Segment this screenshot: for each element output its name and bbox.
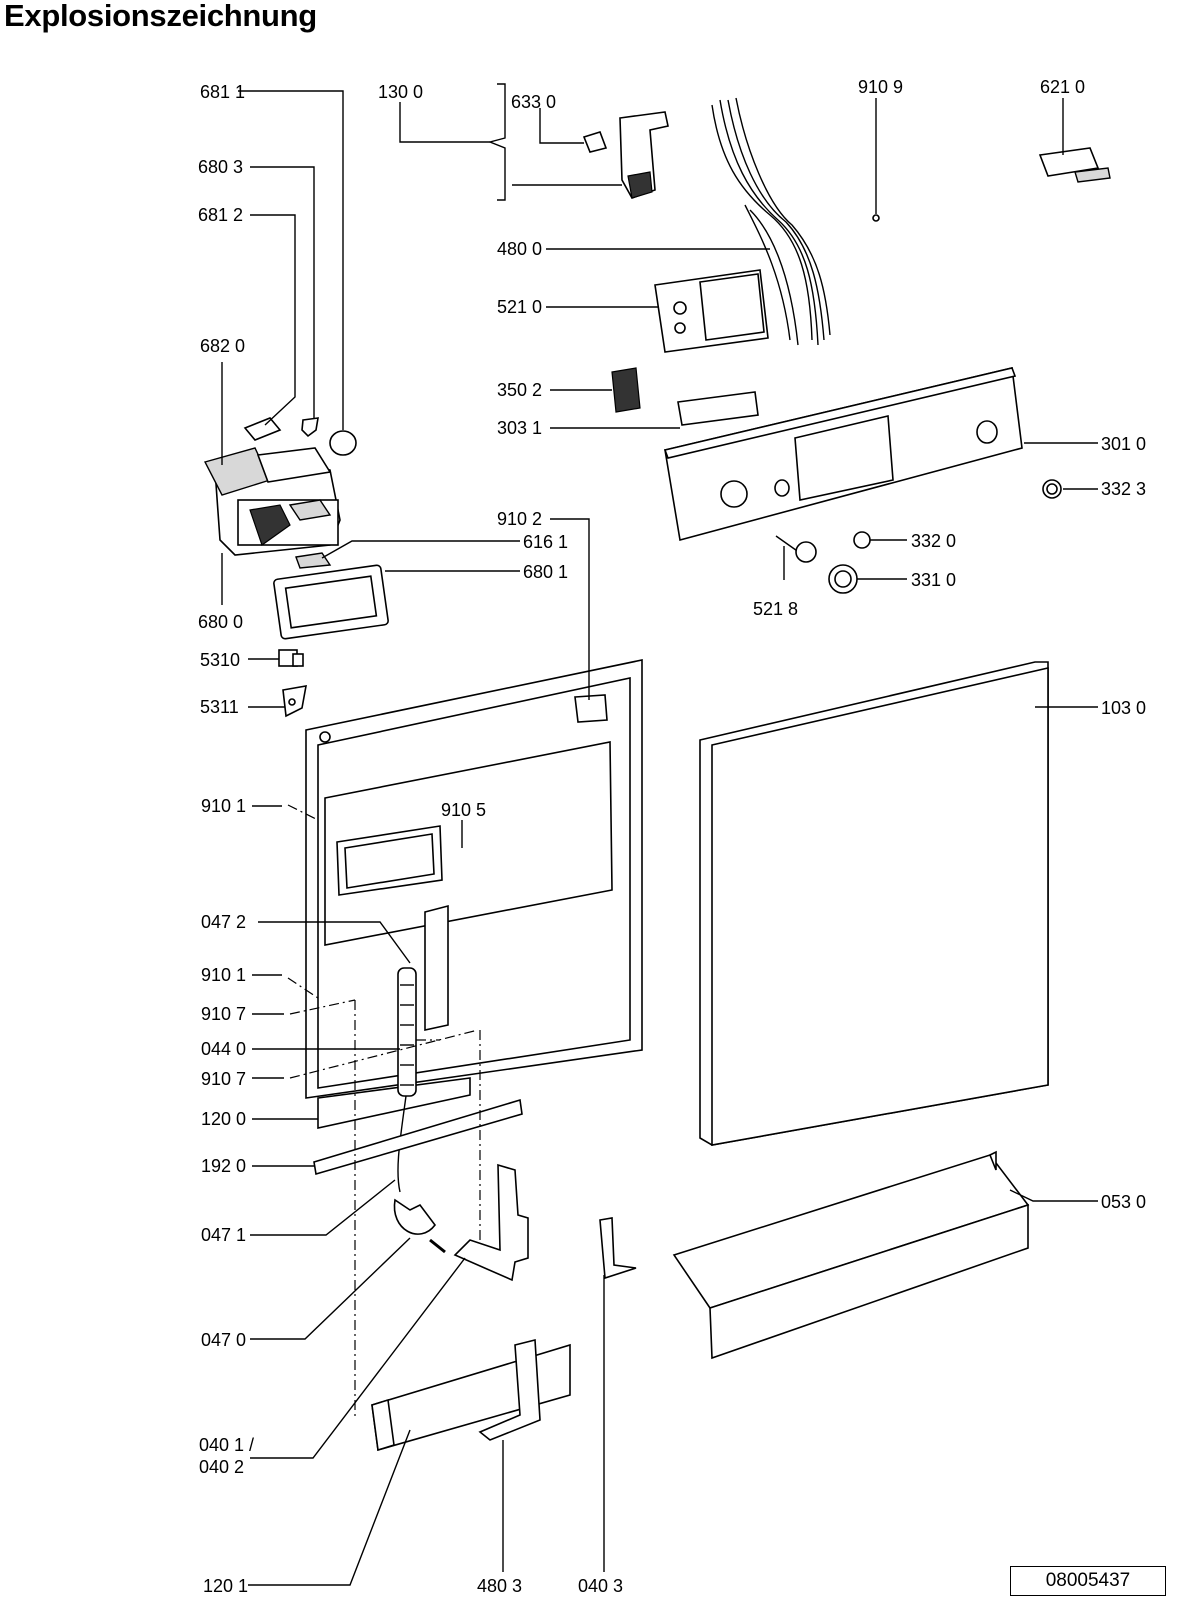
screw-9109: [872, 214, 880, 222]
label-1300: 130 0: [378, 82, 423, 102]
label-5210: 521 0: [497, 297, 542, 317]
inner-door-panel: [305, 659, 643, 1129]
label-0530: 053 0: [1101, 1192, 1146, 1212]
label-3310: 331 0: [911, 570, 956, 590]
label-9105: 910 5: [441, 800, 486, 820]
connector-part: [1038, 147, 1111, 183]
label-4800: 480 0: [497, 239, 542, 259]
rail-1920: [313, 1098, 523, 1176]
label-1200: 120 0: [201, 1109, 246, 1129]
label-9101-upper: 910 1: [201, 796, 246, 816]
bottom-panel: [371, 1338, 571, 1452]
label-9107-lower: 910 7: [201, 1069, 246, 1089]
control-board: [654, 269, 769, 353]
outer-door-panel: [699, 661, 1049, 1146]
door-lock-parts: [582, 111, 669, 199]
label-5311: 5311: [200, 697, 239, 717]
construction-lines: [287, 804, 481, 1420]
label-6811: 681 1: [200, 82, 245, 102]
label-6801: 680 1: [523, 562, 568, 582]
label-6803: 680 3: [198, 157, 243, 177]
label-3031: 303 1: [497, 418, 542, 438]
label-0471: 047 1: [201, 1225, 246, 1245]
label-0472: 047 2: [201, 912, 246, 932]
label-3010: 301 0: [1101, 434, 1146, 454]
label-9107-upper: 910 7: [201, 1004, 246, 1024]
label-5310: 5310: [200, 650, 240, 670]
label-9109: 910 9: [858, 77, 903, 97]
page-title: Explosionszeichnung: [4, 0, 317, 33]
part-labels: 681 1 680 3 681 2 682 0 680 0 5310 5311 …: [198, 77, 1146, 1596]
label-0401: 040 1 /: [199, 1435, 254, 1455]
label-0402: 040 2: [199, 1457, 244, 1477]
label-3320: 332 0: [911, 531, 956, 551]
leader-lines: [221, 83, 1098, 1586]
label-6210: 621 0: [1040, 77, 1085, 97]
label-9101-lower: 910 1: [201, 965, 246, 985]
door-spring: [397, 967, 417, 1193]
label-1201: 120 1: [203, 1576, 248, 1596]
label-0403: 040 3: [578, 1576, 623, 1596]
control-panel: [663, 367, 1023, 542]
label-0470: 047 0: [201, 1330, 246, 1350]
clip-parts: [278, 649, 307, 718]
label-6812: 681 2: [198, 205, 243, 225]
label-5218: 521 8: [753, 599, 798, 619]
label-6800: 680 0: [198, 612, 243, 632]
cable-harness: [711, 97, 831, 346]
label-6161: 616 1: [523, 532, 568, 552]
label-3323: 332 3: [1101, 479, 1146, 499]
label-4803: 480 3: [477, 1576, 522, 1596]
label-1030: 103 0: [1101, 698, 1146, 718]
label-1920: 192 0: [201, 1156, 246, 1176]
hinge-parts: [393, 1163, 637, 1282]
switch-parts: [611, 367, 759, 426]
kick-plate: [672, 1150, 1030, 1360]
label-9102: 910 2: [497, 509, 542, 529]
document-number-box: 08005437: [1010, 1566, 1166, 1596]
label-0440: 044 0: [201, 1039, 246, 1059]
label-6330: 633 0: [511, 92, 556, 112]
label-6820: 682 0: [200, 336, 245, 356]
dispenser-assembly: [203, 417, 389, 640]
label-3502: 350 2: [497, 380, 542, 400]
